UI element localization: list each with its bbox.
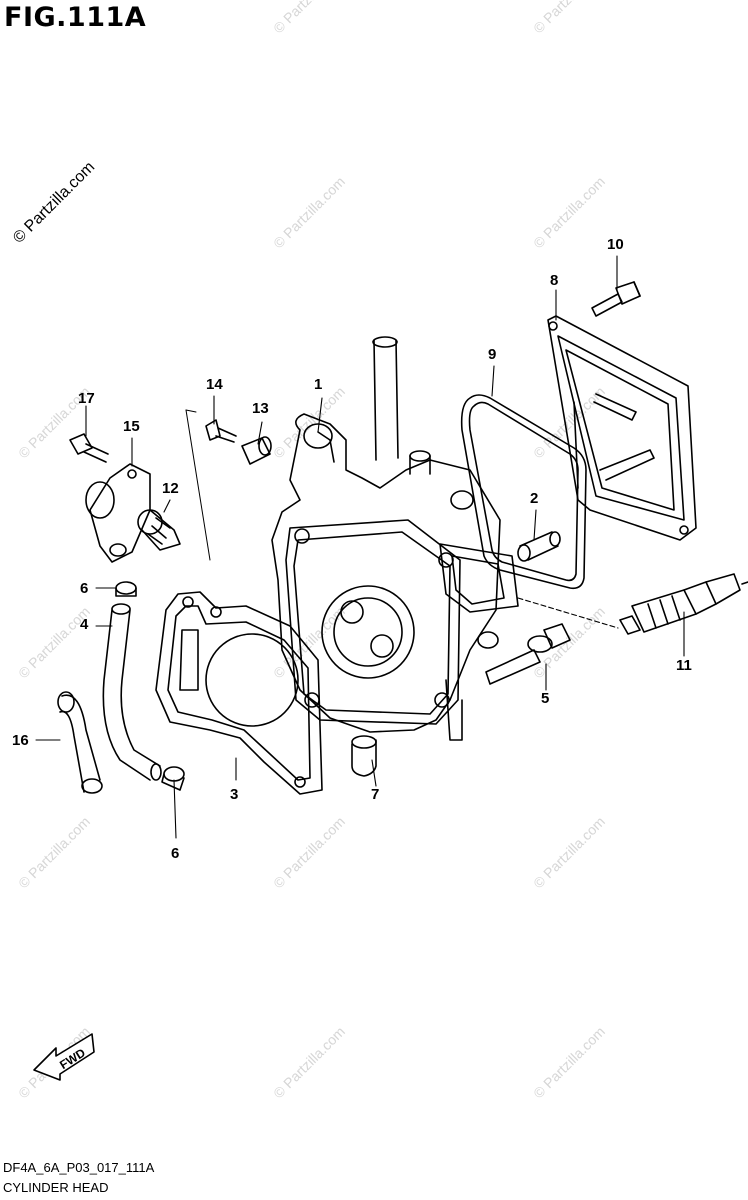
part-bolt-17 bbox=[69, 433, 109, 463]
callout-8: 8 bbox=[550, 272, 559, 289]
callout-15: 15 bbox=[123, 418, 140, 435]
part-elbow-hose-16 bbox=[57, 691, 103, 794]
callout-13: 13 bbox=[252, 400, 269, 417]
callout-12: 12 bbox=[162, 480, 179, 497]
drawing-code: DF4A_6A_P03_017_111A bbox=[3, 1160, 155, 1175]
callout-6-upper: 6 bbox=[80, 580, 89, 597]
fwd-arrow-icon: FWD bbox=[33, 1033, 95, 1081]
part-dowel-pin-2 bbox=[517, 531, 561, 562]
callout-3: 3 bbox=[230, 786, 239, 803]
part-thermostat-cover-15 bbox=[85, 463, 151, 563]
part-screw-14 bbox=[205, 419, 237, 443]
part-hose-clamp-6-lower bbox=[161, 766, 185, 791]
callout-16: 16 bbox=[12, 732, 29, 749]
callout-7: 7 bbox=[371, 786, 380, 803]
figure-title: FIG.111A bbox=[4, 2, 147, 33]
callout-1: 1 bbox=[314, 376, 323, 393]
callout-11: 11 bbox=[676, 657, 692, 674]
callout-5: 5 bbox=[541, 690, 550, 707]
part-spark-plug-11 bbox=[619, 573, 748, 635]
part-bolt-10 bbox=[591, 281, 641, 317]
callout-14: 14 bbox=[206, 376, 223, 393]
part-flange-bolt-5 bbox=[485, 623, 571, 685]
callout-9: 9 bbox=[488, 346, 497, 363]
part-thermostat-12 bbox=[137, 509, 181, 551]
part-cover-gasket-9 bbox=[460, 394, 587, 590]
callout-4: 4 bbox=[80, 616, 89, 633]
part-head-gasket-3 bbox=[155, 591, 323, 795]
callout-10: 10 bbox=[607, 236, 624, 253]
callout-2: 2 bbox=[530, 490, 539, 507]
part-hose-clamp-6-upper bbox=[115, 581, 137, 597]
leader-lines bbox=[35, 255, 685, 839]
figure-caption: CYLINDER HEAD bbox=[3, 1180, 109, 1195]
part-bushing-13 bbox=[241, 436, 272, 465]
callout-17: 17 bbox=[78, 390, 95, 407]
part-dowel-7 bbox=[351, 735, 377, 777]
part-head-cover-8 bbox=[547, 315, 697, 541]
callout-6-lower: 6 bbox=[171, 845, 180, 862]
part-cylinder-head-1 bbox=[271, 336, 519, 741]
part-water-hose-4 bbox=[102, 603, 162, 781]
